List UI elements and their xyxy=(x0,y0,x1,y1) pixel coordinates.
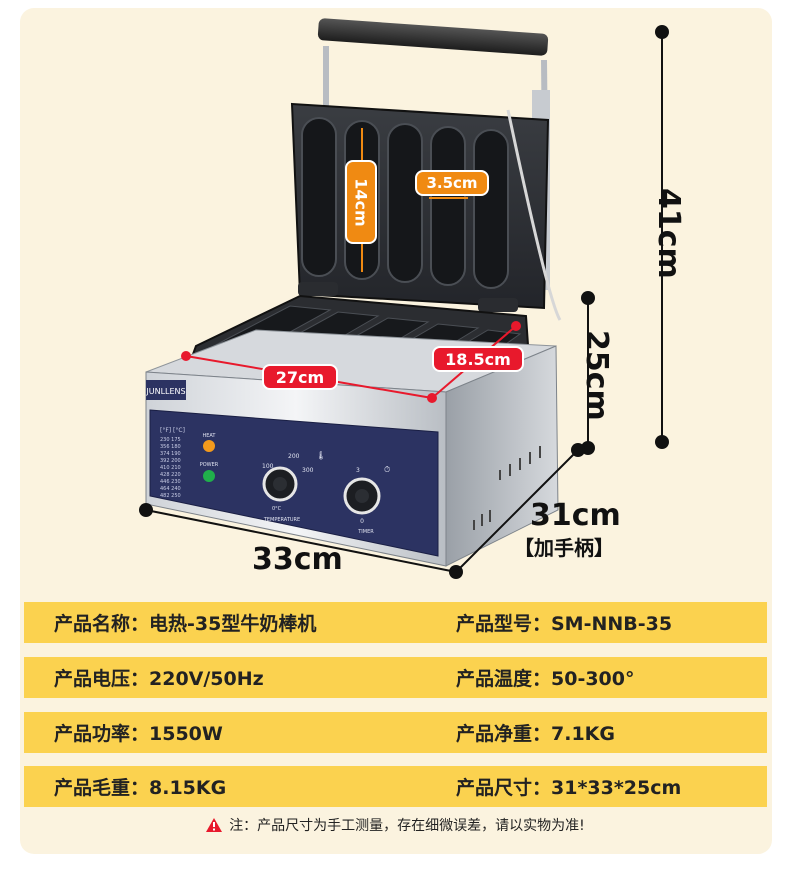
tag-groove-length-text: 14cm xyxy=(351,177,371,227)
dim-height-total: 41cm xyxy=(651,188,686,279)
spec-row: 产品功率：1550W 产品净重：7.1KG xyxy=(24,712,767,753)
dim-depth: 31cm xyxy=(530,498,621,533)
timer-dial-tick: 0 xyxy=(360,518,364,525)
temperature-dial-tick: 300 xyxy=(302,467,314,474)
spec-left: 产品名称：电热-35型牛奶棒机 xyxy=(54,613,317,635)
temp-table-row: 410 210 xyxy=(160,465,181,471)
measurement-note-text: 注：产品尺寸为手工测量，存在细微误差，请以实物为准! xyxy=(229,818,585,834)
measurement-note: 注：产品尺寸为手工测量，存在细微误差，请以实物为准! xyxy=(0,815,790,835)
dim-depth-note: 【加手柄】 xyxy=(514,536,614,560)
spec-row: 产品毛重：8.15KG 产品尺寸：31*33*25cm xyxy=(24,766,767,807)
spec-right: 产品型号：SM-NNB-35 xyxy=(456,613,673,635)
spec-right: 产品温度：50-300° xyxy=(456,668,635,690)
temperature-dial-tick: 100 xyxy=(262,463,274,470)
temp-table-row: 446 230 xyxy=(160,479,181,485)
machine-body: JUNLLENS xyxy=(145,329,559,567)
heat-label: HEAT xyxy=(202,433,216,439)
heat-indicator-icon xyxy=(203,440,215,452)
spec-left: 产品电压：220V/50Hz xyxy=(54,668,264,690)
power-label: POWER xyxy=(200,462,219,468)
spec-left: 产品功率：1550W xyxy=(54,723,223,745)
temp-table-row: 374 190 xyxy=(160,451,181,457)
thermometer-icon: 🌡 xyxy=(316,451,326,460)
spec-row: 产品名称：电热-35型牛奶棒机 产品型号：SM-NNB-35 xyxy=(24,602,767,643)
spec-right: 产品净重：7.1KG xyxy=(456,723,615,745)
spec-right: 产品尺寸：31*33*25cm xyxy=(456,777,682,799)
tag-groove-length: 14cm xyxy=(345,160,377,244)
dim-width: 33cm xyxy=(252,542,343,577)
temp-table-row: 356 180 xyxy=(160,444,181,450)
spec-row: 产品电压：220V/50Hz 产品温度：50-300° xyxy=(24,657,767,698)
temp-table-row: 230 175 xyxy=(160,437,181,443)
temperature-label: TEMPERATURE xyxy=(263,517,300,523)
spec-left: 产品毛重：8.15KG xyxy=(54,777,227,799)
tag-tray-depth: 18.5cm xyxy=(432,346,524,372)
temp-table-row: 464 240 xyxy=(160,486,181,492)
timer-dial-tick: 3 xyxy=(356,467,360,474)
temperature-dial-tick: 0°C xyxy=(272,506,282,512)
temp-table-row: 482 250 xyxy=(160,493,181,499)
temperature-dial-tick: 200 xyxy=(288,453,300,460)
hinge-right xyxy=(478,298,518,312)
timer-label: TIMER xyxy=(357,529,374,535)
temp-table-row: 392 200 xyxy=(160,458,181,464)
temp-table-header: [°F] [°C] xyxy=(160,427,185,434)
temp-table-row: 428 220 xyxy=(160,472,181,478)
power-indicator-icon xyxy=(203,470,215,482)
hinge-left xyxy=(298,282,338,296)
dim-height-body: 25cm xyxy=(579,330,614,421)
clock-icon: ⏱ xyxy=(384,465,390,474)
tag-tray-width: 27cm xyxy=(262,364,338,390)
tag-groove-width: 3.5cm xyxy=(415,170,489,196)
brand-plate xyxy=(146,380,186,400)
warning-icon xyxy=(206,818,223,832)
brand-label: JUNLLENS xyxy=(145,387,185,396)
